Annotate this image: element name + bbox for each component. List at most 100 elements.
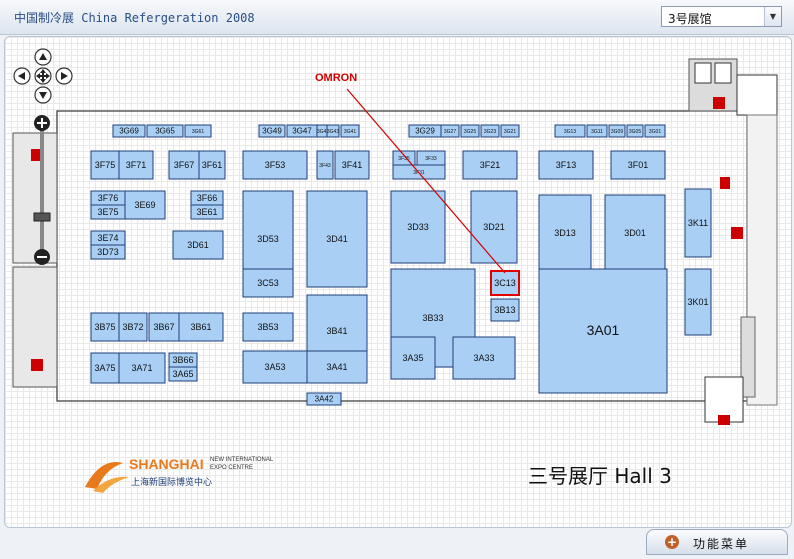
booth-label: 3G27 (444, 129, 456, 135)
booth-3g11[interactable] (586, 124, 608, 138)
booth-3g49[interactable] (258, 124, 286, 138)
booth-label: 3G09 (611, 129, 623, 135)
booth-label: 3G49 (262, 127, 282, 136)
title-bar: 中国制冷展 China Refergeration 2008 3号展馆 ▼ (0, 0, 794, 35)
plus-icon (37, 118, 47, 128)
booth-label: 3G69 (119, 127, 139, 136)
booth-label: 3G29 (415, 127, 435, 136)
booth-3f75[interactable] (90, 150, 120, 180)
booth-3f53[interactable] (242, 150, 308, 180)
booth-3g61[interactable] (184, 124, 212, 138)
booth-label: 3C13 (494, 278, 516, 288)
booth-label: 3F43 (319, 163, 331, 169)
booth-label: 3A33 (473, 353, 494, 363)
booth-3b53[interactable] (242, 312, 294, 342)
booth-label: 3F13 (556, 160, 577, 170)
booth-label: 3K01 (687, 297, 708, 307)
booth-label: 3E69 (134, 200, 155, 210)
booth-3g41[interactable] (340, 124, 360, 138)
booth-label: 3G11 (591, 129, 603, 135)
function-menu-button[interactable]: + 功能菜单 (646, 529, 788, 555)
booth-3a42[interactable] (306, 392, 342, 406)
booth-3b67[interactable] (148, 312, 180, 342)
booth-3f13[interactable] (538, 150, 594, 180)
booth-3d21[interactable] (470, 190, 518, 264)
booth-3a33[interactable] (452, 336, 516, 380)
booth-label: 3B61 (190, 322, 211, 332)
callout-label: OMRON (315, 72, 357, 84)
booth-3g27[interactable] (440, 124, 460, 138)
booth-3b13[interactable] (490, 298, 520, 322)
booth-3d01[interactable] (604, 194, 666, 272)
pan-controls[interactable] (13, 48, 73, 104)
booth-label: 3D21 (483, 222, 505, 232)
booth-label: 3D13 (554, 228, 576, 238)
booth-3g69[interactable] (112, 124, 146, 138)
booth-label: 3G41 (344, 129, 356, 135)
hall-select-value: 3号展馆 (668, 12, 712, 26)
booth-3d33[interactable] (390, 190, 446, 264)
booth-3f71[interactable] (118, 150, 154, 180)
booth-3d41[interactable] (306, 190, 368, 288)
booth-3c13[interactable] (490, 270, 520, 296)
booth-label: 3A65 (172, 369, 193, 379)
booth-3g13[interactable] (554, 124, 586, 138)
booth-label: 3D73 (97, 247, 119, 257)
booth-label: 3A42 (315, 395, 334, 404)
booth-3g21[interactable] (500, 124, 520, 138)
booth-3f43[interactable] (316, 150, 334, 180)
zoom-slider-handle[interactable] (33, 212, 51, 222)
logo-sub2: EXPO CENTRE (210, 465, 253, 471)
booth-3g47[interactable] (286, 124, 318, 138)
booth-3g65[interactable] (146, 124, 184, 138)
booth-3f61[interactable] (198, 150, 226, 180)
booth-3g01[interactable] (644, 124, 666, 138)
chevron-down-icon[interactable]: ▼ (764, 7, 781, 26)
booth-3f21[interactable] (462, 150, 518, 180)
booth-label: 3F61 (202, 160, 223, 170)
arrow-up-icon (39, 53, 47, 60)
booth-3e69[interactable] (124, 190, 166, 220)
booth-3f01[interactable] (610, 150, 666, 180)
booth-label: 3E74 (97, 233, 118, 243)
booth-label: 3D33 (407, 222, 429, 232)
booth-3g05[interactable] (626, 124, 644, 138)
booth-3a01[interactable] (538, 268, 668, 394)
booth-3k01[interactable] (684, 268, 712, 336)
booth-3c53[interactable] (242, 268, 294, 298)
booth-3a41[interactable] (306, 350, 368, 384)
booth-3a75[interactable] (90, 352, 120, 384)
move-icon (36, 69, 50, 83)
booth-label: 3D61 (187, 240, 209, 250)
app-title: 中国制冷展 China Refergeration 2008 (14, 11, 255, 25)
booth-3g25[interactable] (460, 124, 480, 138)
booth-3e61[interactable] (190, 204, 224, 220)
booth-3b75[interactable] (90, 312, 120, 342)
booth-label: 3G23 (484, 129, 496, 135)
booth-label: 3B13 (494, 305, 515, 315)
booth-label: 3F75 (95, 160, 116, 170)
booth-3d73[interactable] (90, 244, 126, 260)
booth-3k11[interactable] (684, 188, 712, 258)
booth-label: 3D41 (326, 234, 348, 244)
booth-3a71[interactable] (118, 352, 166, 384)
booth-3d61[interactable] (172, 230, 224, 260)
booth-3a35[interactable] (390, 336, 436, 380)
booth-3a53[interactable] (242, 350, 308, 384)
booth-3g09[interactable] (608, 124, 626, 138)
booth-3g23[interactable] (480, 124, 500, 138)
booth-3g43[interactable] (326, 124, 340, 138)
restroom-icon (31, 149, 41, 161)
arrow-down-icon (39, 92, 47, 99)
booth-3f41[interactable] (334, 150, 370, 180)
booth-3b72[interactable] (118, 312, 148, 342)
info-icon (720, 177, 730, 189)
hall-select[interactable]: 3号展馆 ▼ (661, 6, 782, 27)
booth-3f67[interactable] (168, 150, 200, 180)
booth-label: 3G01 (649, 129, 661, 135)
booth-3a65[interactable] (168, 366, 198, 382)
booth-3b61[interactable] (178, 312, 224, 342)
zoom-controls[interactable] (33, 115, 51, 265)
